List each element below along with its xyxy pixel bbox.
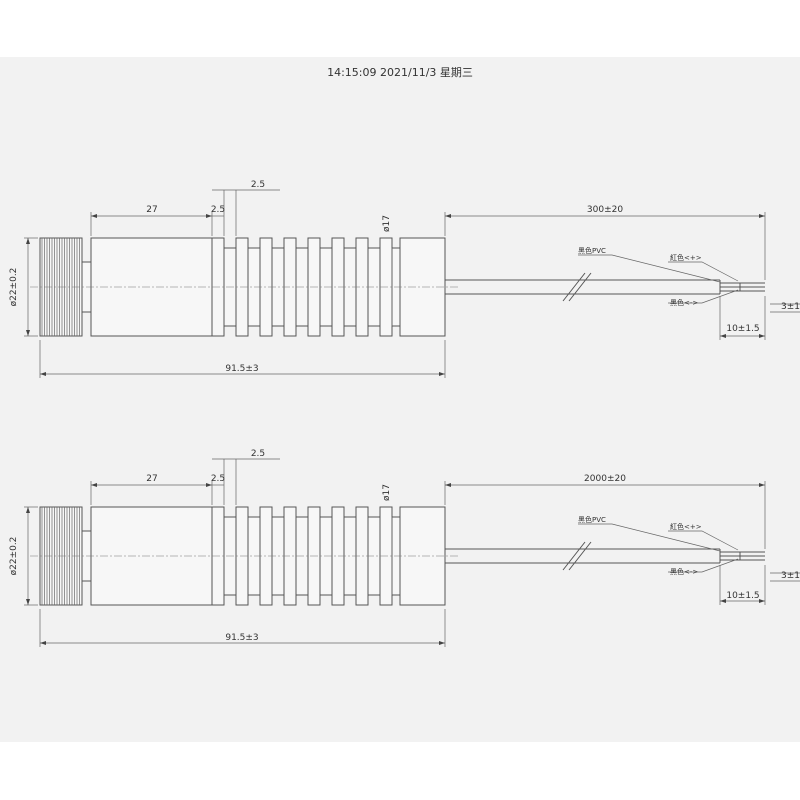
main-body — [90, 506, 213, 606]
dim-diameter-small: ø17 — [382, 215, 392, 232]
label-black-wire: 黑色<-> — [670, 567, 698, 576]
dim-total-length: 91.5±3 — [225, 633, 258, 643]
dim-body-length: 27 — [146, 474, 157, 484]
dim-strip-length: 10±1.5 — [726, 324, 759, 334]
laser-module-view-2: 27 2.5 2.5 ø17 2000±20 ø22±0.2 91.5±3 10… — [9, 449, 800, 647]
dimension-arrows — [26, 214, 765, 376]
dim-fin-width: 2.5 — [211, 474, 225, 484]
dim-cable-length: 300±20 — [587, 205, 623, 215]
label-black-wire: 黑色<-> — [670, 298, 698, 307]
cable — [445, 272, 765, 302]
dimension-arrows — [26, 483, 765, 645]
dim-gap-width: 2.5 — [251, 180, 265, 190]
dim-total-length: 91.5±3 — [225, 364, 258, 374]
dimension-lines — [24, 458, 800, 647]
timestamp-header: 14:15:09 2021/11/3 星期三 — [327, 66, 473, 79]
label-red-wire: 紅色<+> — [670, 522, 702, 531]
dim-tip-length: 3±1 — [781, 302, 800, 312]
dim-gap-width: 2.5 — [251, 449, 265, 459]
dim-cable-length: 2000±20 — [584, 474, 626, 484]
dimension-lines — [24, 189, 800, 378]
dim-strip-length: 10±1.5 — [726, 591, 759, 601]
dim-body-length: 27 — [146, 205, 157, 215]
laser-module-view-1: 27 2.5 2.5 ø17 300±20 ø22±0.2 91.5±3 10±… — [9, 180, 800, 378]
dim-diameter-large: ø22±0.2 — [9, 268, 19, 307]
drawing-sheet — [0, 57, 800, 742]
label-red-wire: 紅色<+> — [670, 253, 702, 262]
cable — [445, 541, 765, 571]
dim-fin-width: 2.5 — [211, 205, 225, 215]
label-cable: 黑色PVC — [578, 246, 606, 255]
label-cable: 黑色PVC — [578, 515, 606, 524]
dim-diameter-large: ø22±0.2 — [9, 537, 19, 576]
dim-diameter-small: ø17 — [382, 484, 392, 501]
main-body — [90, 237, 213, 337]
dim-tip-length: 3±1 — [781, 571, 800, 581]
